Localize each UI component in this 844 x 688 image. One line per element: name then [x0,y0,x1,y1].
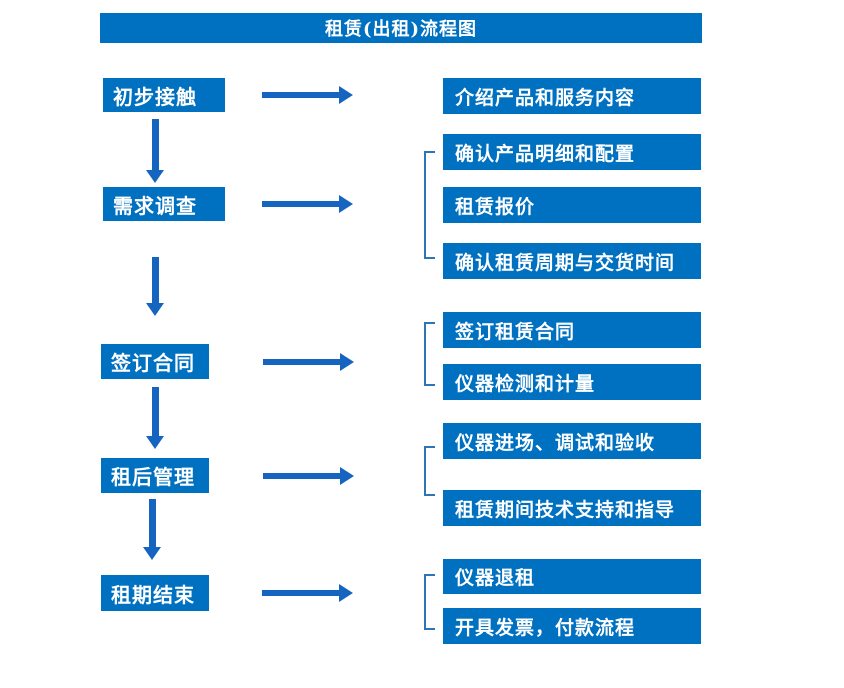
arrow-right-icon [262,195,353,213]
bracket [424,446,435,496]
output-box-instrument-return: 仪器退租 [443,559,701,594]
arrow-down-icon [146,257,164,316]
stage-box-post-rental-management: 租后管理 [101,458,209,493]
output-box-confirm-details-config: 确认产品明细和配置 [443,134,701,170]
arrow-right-icon [262,86,353,104]
bracket [424,574,435,630]
arrow-right-icon [262,584,353,602]
output-box-confirm-period-delivery: 确认租赁周期与交货时间 [443,243,701,279]
arrow-down-icon [146,119,164,183]
stage-box-demand-survey: 需求调查 [103,187,225,221]
stage-box-rental-end: 租期结束 [101,575,209,611]
arrow-down-icon [146,387,164,449]
stage-box-sign-contract: 签订合同 [101,344,209,379]
bracket [424,151,435,259]
output-box-introduce-products: 介绍产品和服务内容 [443,78,701,114]
output-box-instrument-setup-acceptance: 仪器进场、调试和验收 [443,423,701,459]
flowchart-title: 租赁(出租)流程图 [100,13,702,43]
arrow-right-icon [263,467,354,485]
output-box-sign-rental-contract: 签订租赁合同 [443,312,701,348]
bracket [424,322,435,386]
arrow-right-icon [263,353,354,371]
output-box-instrument-testing: 仪器检测和计量 [443,364,701,400]
output-box-rental-quote: 租赁报价 [443,187,701,223]
output-box-invoice-payment: 开具发票，付款流程 [443,608,701,644]
stage-box-initial-contact: 初步接触 [103,78,225,112]
output-box-technical-support: 租赁期间技术支持和指导 [443,490,701,526]
arrow-down-icon [143,499,161,560]
